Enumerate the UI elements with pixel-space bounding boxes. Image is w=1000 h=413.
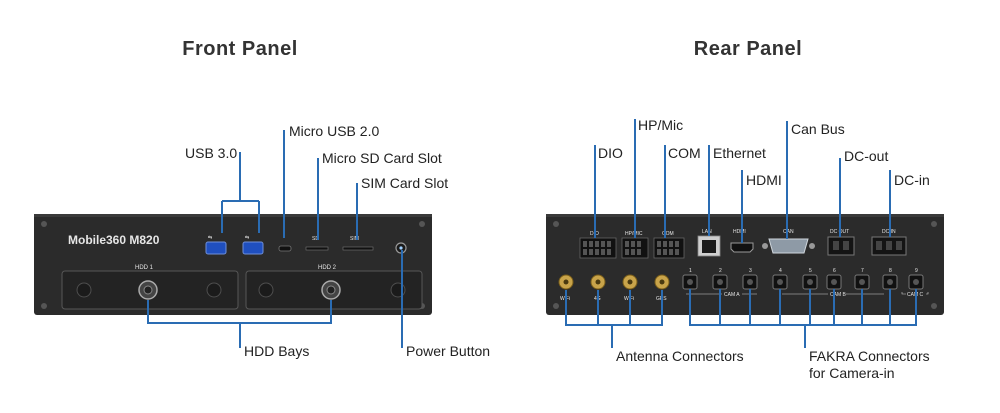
svg-text:⇆: ⇆ — [245, 235, 249, 241]
com-silkscreen: COM — [662, 231, 674, 237]
rear-leader-lines — [565, 119, 917, 348]
label-fakra-line2: for Camera-in — [809, 365, 895, 381]
fakra-9 — [908, 274, 924, 290]
hdmi-port — [730, 242, 754, 253]
fakra-3 — [742, 274, 758, 290]
svg-text:1: 1 — [689, 268, 692, 274]
micro-usb-port — [278, 245, 292, 252]
brand-logo: Mobile360 M820 — [68, 233, 160, 247]
label-antenna: Antenna Connectors — [616, 348, 744, 364]
fakra-2 — [712, 274, 728, 290]
hdmi-silkscreen: HDMI — [733, 229, 746, 235]
sim-silkscreen: SIM — [350, 236, 359, 242]
dcout-connector — [827, 236, 855, 256]
antenna-gps — [654, 274, 670, 290]
front-panel-device: Mobile360 M820 ⇆ ⇆ SD SIM HDD 1 HDD 2 — [34, 214, 432, 315]
front-leader-lines — [147, 130, 403, 348]
usb3-port-1 — [205, 241, 227, 255]
label-fakra: FAKRA Connectors — [809, 348, 930, 364]
label-dcout: DC-out — [844, 148, 889, 164]
sim-card-slot — [342, 246, 374, 251]
fakra-numbers: 1 2 3 4 5 6 7 8 9 — [689, 268, 918, 274]
label-hdd-bays: HDD Bays — [244, 343, 310, 359]
svg-text:8: 8 — [889, 268, 892, 274]
fakra-6 — [826, 274, 842, 290]
usb3-port-2 — [242, 241, 264, 255]
label-hdmi: HDMI — [746, 172, 782, 188]
fakra-8 — [882, 274, 898, 290]
label-usb3: USB 3.0 — [185, 145, 238, 161]
svg-text:3: 3 — [749, 268, 752, 274]
rear-panel-title: Rear Panel — [693, 38, 803, 60]
svg-text:7: 7 — [861, 268, 864, 274]
dio-connector — [579, 237, 617, 259]
svg-text:9: 9 — [915, 268, 918, 274]
label-hpmic: HP/Mic — [638, 117, 684, 133]
antenna-wifi-2 — [622, 274, 638, 290]
hdd-bay-2: HDD 2 — [245, 265, 423, 310]
com-connector — [653, 237, 685, 259]
label-micro-usb: Micro USB 2.0 — [289, 123, 380, 139]
label-com: COM — [668, 145, 701, 161]
hpmic-connector — [621, 237, 649, 259]
fakra-5 — [802, 274, 818, 290]
front-panel-title: Front Panel — [182, 38, 298, 60]
cam-a-silkscreen: CAM A — [724, 292, 740, 298]
label-dio: DIO — [598, 145, 623, 161]
svg-text:5: 5 — [809, 268, 812, 274]
can-silkscreen: CAN — [783, 229, 794, 235]
fakra-1 — [682, 274, 698, 290]
svg-text:2: 2 — [719, 268, 722, 274]
hdd2-silkscreen: HDD 2 — [318, 265, 337, 271]
antenna-wifi-1 — [558, 274, 574, 290]
dcin-connector — [871, 236, 907, 256]
antenna-4g — [590, 274, 606, 290]
hpmic-silkscreen: HP/MIC — [625, 231, 643, 237]
fakra-7 — [854, 274, 870, 290]
hdd-bay-1: HDD 1 — [61, 265, 239, 310]
svg-text:4: 4 — [779, 268, 782, 274]
label-canbus: Can Bus — [791, 121, 845, 137]
svg-text:⇆: ⇆ — [208, 235, 212, 241]
can-port — [762, 238, 815, 254]
lan-port — [697, 235, 721, 257]
label-micro-sd: Micro SD Card Slot — [322, 150, 442, 166]
svg-text:6: 6 — [833, 268, 836, 274]
rear-panel-device: DIO HP/MIC COM LAN — [546, 214, 944, 315]
sd-silkscreen: SD — [312, 236, 319, 242]
micro-sd-slot — [305, 246, 329, 251]
label-ethernet: Ethernet — [713, 145, 766, 161]
hdd1-silkscreen: HDD 1 — [135, 265, 154, 271]
cam-b-silkscreen: CAM B — [830, 292, 847, 298]
lan-silkscreen: LAN — [702, 229, 712, 235]
label-power-button: Power Button — [406, 343, 491, 359]
label-dcin: DC-in — [894, 172, 930, 188]
label-sim: SIM Card Slot — [361, 175, 449, 191]
fakra-4 — [772, 274, 788, 290]
